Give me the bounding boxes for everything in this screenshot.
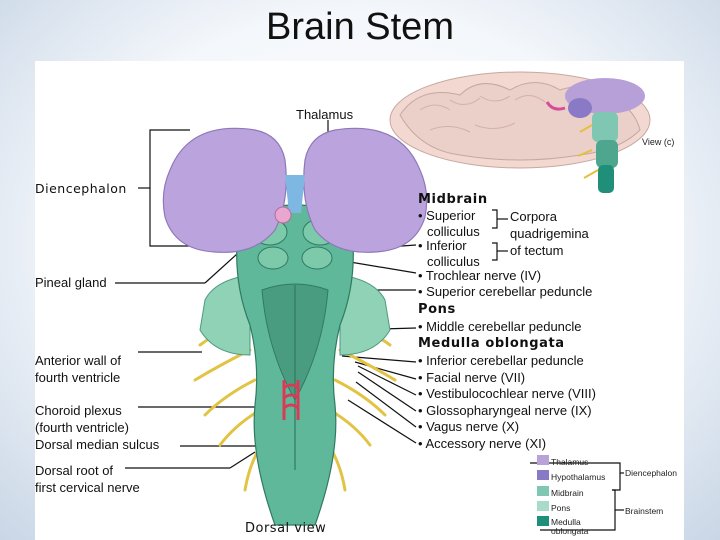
midbrain-heading: Midbrain	[418, 192, 488, 207]
medulla-item: • Accessory nerve (XI)	[418, 435, 547, 451]
pons-heading: Pons	[418, 302, 456, 317]
legend-label-pons: Pons	[551, 503, 571, 513]
inferior-colliculus-line1: • Inferior	[418, 238, 467, 253]
medulla-list: • Inferior cerebellar peduncle • Facial …	[418, 353, 596, 452]
medulla-item: • Glossopharyngeal nerve (IX)	[418, 402, 592, 418]
inferior-colliculus-line2: colliculus	[427, 254, 480, 269]
dorsal-root-label-line1: Dorsal root of	[35, 463, 114, 478]
legend-swatch-hypothalamus	[537, 470, 549, 480]
superior-colliculus-line1: • Superior	[418, 208, 476, 223]
brainstem-illustration	[162, 127, 428, 526]
medulla-item: • Vagus nerve (X)	[418, 419, 520, 434]
legend-group-diencephalon: Diencephalon	[625, 468, 677, 478]
medulla-heading: Medulla oblongata	[418, 336, 565, 351]
pineal-gland-label: Pineal gland	[35, 275, 107, 290]
corpora-label-line2: quadrigemina	[510, 226, 589, 241]
brain-inset-illustration	[389, 71, 651, 193]
legend-label-midbrain: Midbrain	[551, 488, 584, 498]
legend-group-brainstem: Brainstem	[625, 506, 664, 516]
medulla-item: • Vestibulocochlear nerve (VIII)	[418, 386, 596, 401]
middle-peduncle-label: • Middle cerebellar peduncle	[418, 319, 582, 334]
diencephalon-label: Diencephalon	[35, 181, 127, 196]
legend-swatch-midbrain	[537, 486, 549, 496]
superior-peduncle-label: • Superior cerebellar peduncle	[418, 284, 593, 299]
choroid-plexus-label-line1: Choroid plexus	[35, 403, 122, 418]
trochlear-nerve-label: • Trochlear nerve (IV)	[418, 268, 542, 283]
legend-label-medulla: Medulla oblongata	[551, 517, 589, 536]
legend-swatch-medulla	[537, 516, 549, 526]
dorsal-root-label-line2: first cervical nerve	[35, 480, 140, 495]
view-label: View (c)	[642, 137, 675, 147]
medulla-item: • Facial nerve (VII)	[418, 369, 526, 385]
medulla-item: • Inferior cerebellar peduncle	[418, 353, 584, 368]
corpora-label-line1: Corpora	[510, 209, 557, 224]
legend-label-hypothalamus: Hypothalamus	[551, 472, 606, 482]
superior-colliculus-line2: colliculus	[427, 224, 480, 239]
anterior-wall-label-line2: fourth ventricle	[35, 370, 121, 385]
legend-swatch-thalamus	[537, 455, 549, 465]
slide-title: Brain Stem	[266, 6, 454, 48]
anterior-wall-label-line1: Anterior wall of	[35, 353, 121, 368]
legend-swatch-pons	[537, 501, 549, 511]
choroid-plexus-label-line2: (fourth ventricle)	[35, 420, 129, 435]
legend-label-thalamus: Thalamus	[551, 457, 589, 467]
corpora-label-line3: of tectum	[510, 243, 564, 258]
dorsal-view-caption: Dorsal view	[245, 521, 327, 536]
thalamus-label: Thalamus	[296, 107, 354, 122]
dorsal-median-sulcus-label: Dorsal median sulcus	[35, 437, 160, 452]
